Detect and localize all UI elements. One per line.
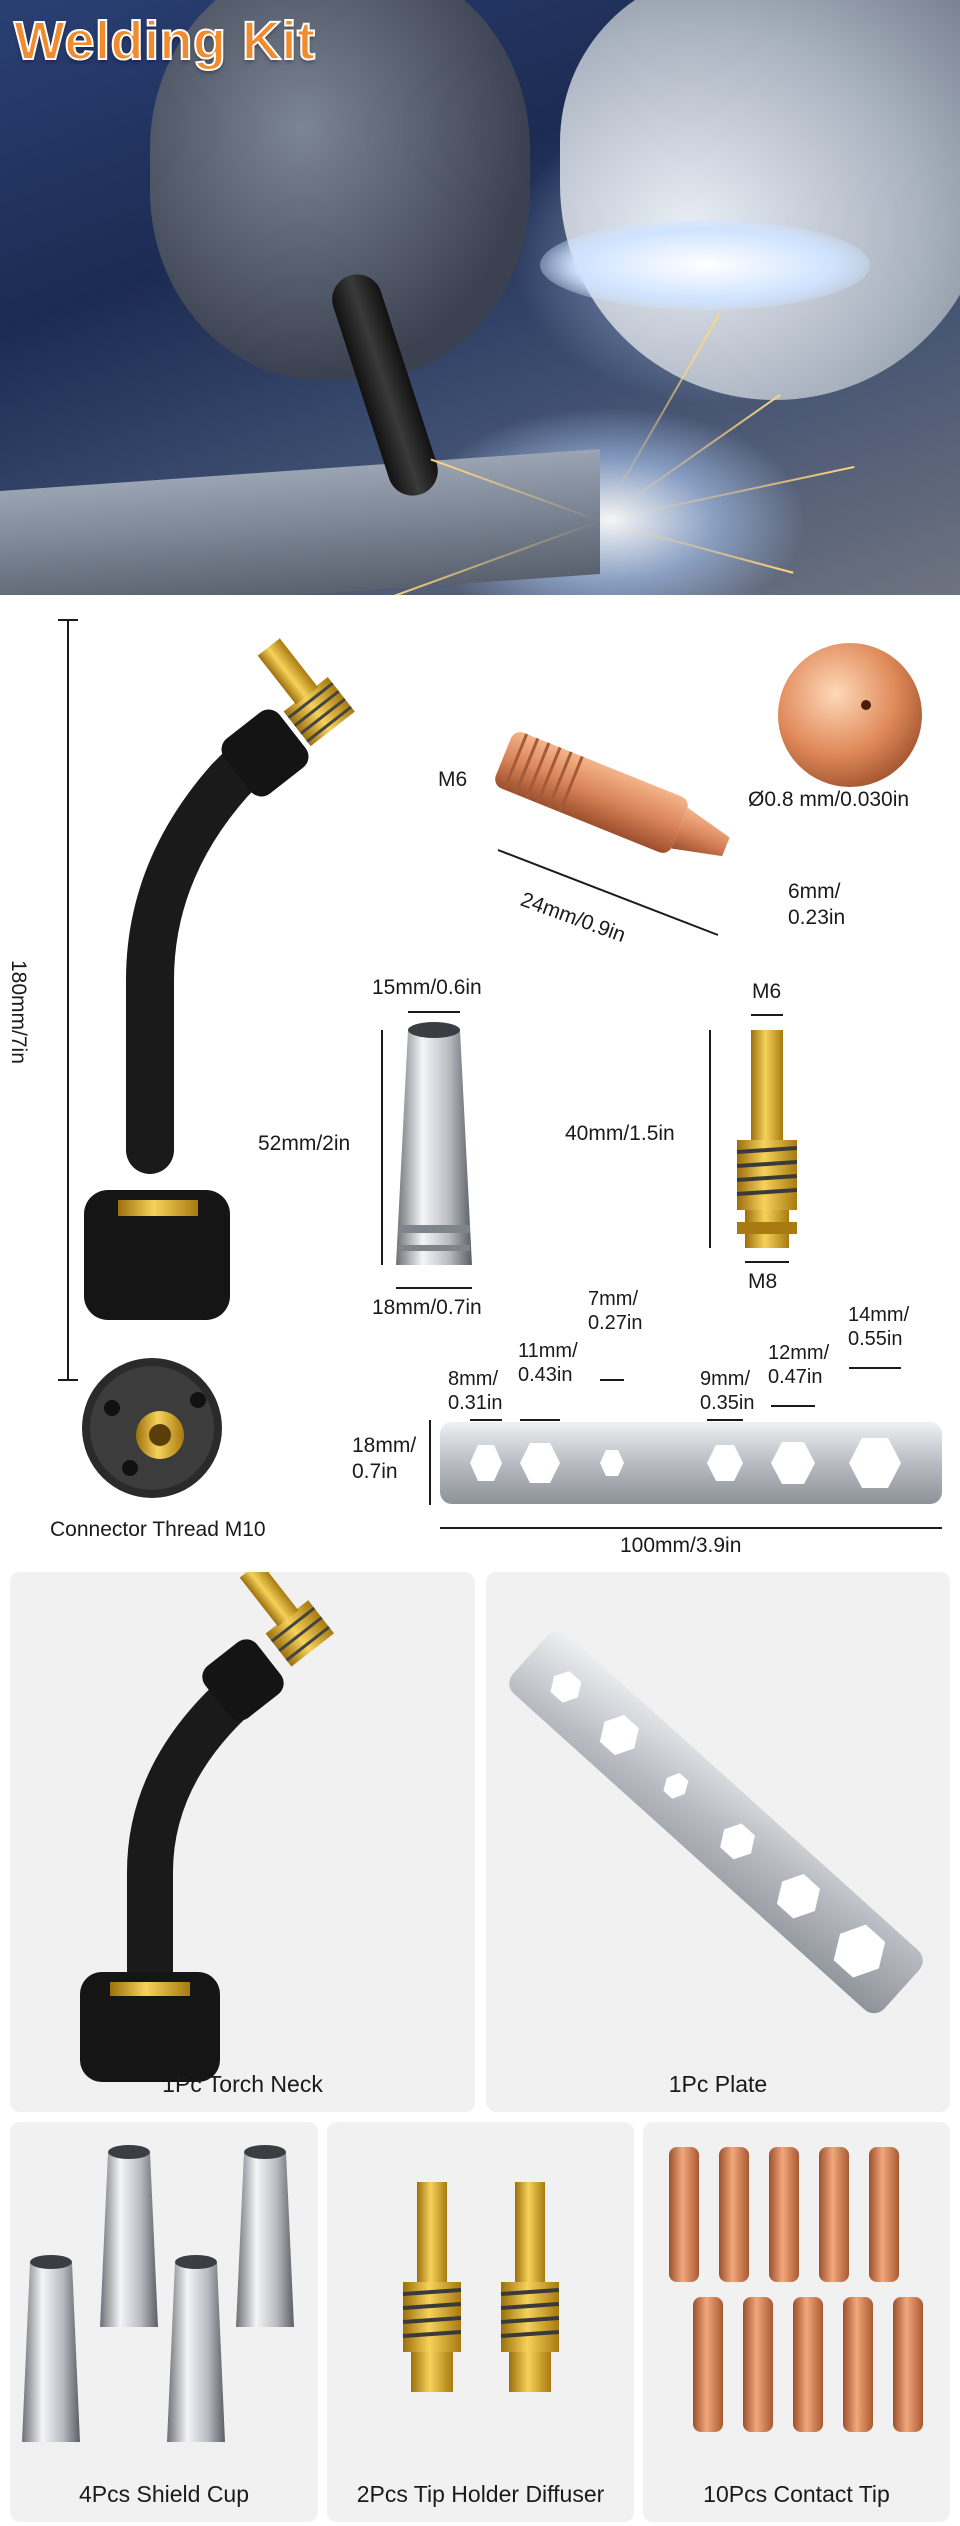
- contact-tip-hole: [861, 700, 871, 710]
- hero-title: Welding Kit: [13, 10, 316, 72]
- dimensions-section: 180mm/7in Connector Thread M10 M6 24mm/0…: [0, 600, 960, 1557]
- parts-drawing: [58, 619, 942, 1529]
- diffuser-bottom-label: M8: [748, 1270, 778, 1293]
- welding-glow: [540, 220, 870, 310]
- shield-cup-top-label: 15mm/0.6in: [372, 976, 482, 999]
- torch-neck: [84, 638, 355, 1320]
- item-card-plate: 1Pc Plate: [486, 1572, 950, 2112]
- connector-thread-label: Connector Thread M10: [50, 1518, 266, 1541]
- plate-hole-4-label-1: 9mm/: [700, 1368, 750, 1390]
- item-card-diffuser: 2Pcs Tip Holder Diffuser: [327, 2122, 634, 2522]
- shield-cup-bottom-label: 18mm/0.7in: [372, 1296, 482, 1319]
- contact-tip-width-label-2: 0.23in: [788, 906, 846, 929]
- tip-holder-diffuser: [736, 1030, 798, 1248]
- contact-tip-hole-label: Ø0.8 mm/0.030in: [748, 788, 910, 811]
- contact-tip-thread-label: M6: [438, 768, 468, 791]
- connector-closeup: [82, 1358, 222, 1498]
- item-label-torch-neck: 1Pc Torch Neck: [162, 2071, 323, 2097]
- item-card-torch-neck: 1Pc Torch Neck: [10, 1572, 475, 2112]
- plate-hole-4-label-2: 0.35in: [700, 1392, 755, 1414]
- shield-cup: [396, 1022, 472, 1265]
- shield-cups-image: [22, 2145, 294, 2442]
- diffuser-top-label: M6: [752, 980, 782, 1003]
- item-label-shield-cup: 4Pcs Shield Cup: [78, 2481, 250, 2507]
- diffusers-image: [402, 2182, 560, 2392]
- plate-hole-5-label-1: 12mm/: [768, 1342, 830, 1364]
- wrench-plate: [440, 1422, 942, 1504]
- item-label-diffuser: 2Pcs Tip Holder Diffuser: [356, 2481, 605, 2507]
- plate-hole-3-label-2: 0.27in: [588, 1312, 643, 1334]
- dimension-lines: [58, 619, 942, 1529]
- plate-height-label-1: 18mm/: [352, 1434, 417, 1457]
- plate-hole-3-label-1: 7mm/: [588, 1288, 638, 1310]
- torch-length-label: 180mm/7in: [7, 960, 30, 1064]
- plate-hole-2-label-2: 0.43in: [518, 1364, 573, 1386]
- workpiece: [0, 449, 600, 595]
- welding-helmet: [560, 0, 960, 400]
- contact-tip-width-label-1: 6mm/: [788, 880, 841, 903]
- item-card-contact-tip: 10Pcs Contact Tip: [643, 2122, 950, 2522]
- plate-hole-2-label-1: 11mm/: [518, 1340, 578, 1362]
- contact-tip-end: [778, 643, 922, 787]
- item-label-contact-tip: 10Pcs Contact Tip: [703, 2481, 890, 2507]
- plate-image: [509, 1630, 923, 2014]
- plate-hole-5-label-2: 0.47in: [768, 1366, 823, 1388]
- spark: [599, 520, 794, 574]
- plate-hole-6-label-1: 14mm/: [848, 1304, 910, 1326]
- item-label-plate: 1Pc Plate: [668, 2071, 768, 2097]
- plate-hole-1-label-1: 8mm/: [448, 1368, 498, 1390]
- plate-height-label-2: 0.7in: [352, 1460, 398, 1483]
- plate-hole-6-label-2: 0.55in: [848, 1328, 903, 1350]
- contact-tips-image: [669, 2147, 923, 2432]
- shield-cup-height-label: 52mm/2in: [258, 1132, 351, 1155]
- torch-neck-image: [80, 1572, 335, 2082]
- plate-hole-1-label-2: 0.31in: [448, 1392, 503, 1414]
- hero-image: Welding Kit: [0, 0, 960, 595]
- contact-tip: [495, 732, 730, 857]
- plate-length-label: 100mm/3.9in: [620, 1534, 742, 1557]
- diffuser-height-label: 40mm/1.5in: [565, 1122, 675, 1145]
- item-card-shield-cup: 4Pcs Shield Cup: [10, 2122, 318, 2522]
